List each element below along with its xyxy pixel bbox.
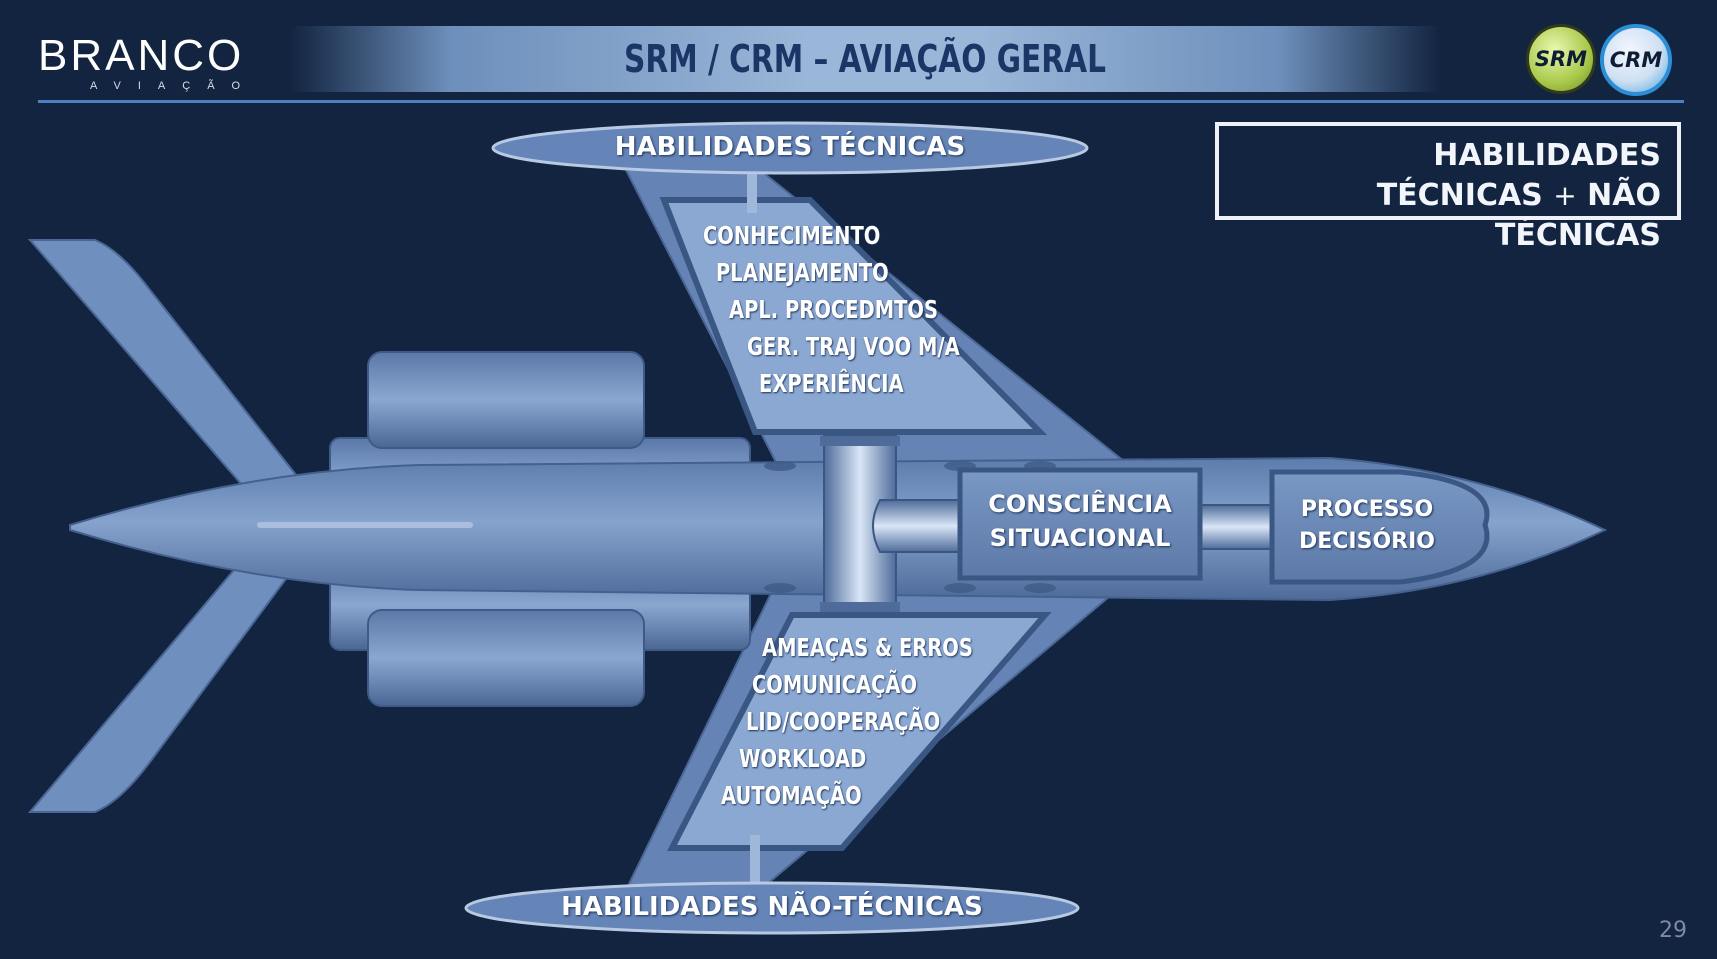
horizontal-pipe-right — [1199, 504, 1275, 550]
header-divider — [38, 100, 1684, 103]
non-technical-skill-item: AUTOMAÇÃO — [721, 781, 862, 810]
engine-bottom-nacelle — [367, 609, 645, 707]
situational-awareness-label: CONSCIÊNCIA SITUACIONAL — [962, 487, 1198, 555]
bottom-connector — [750, 835, 760, 895]
summary-non-technical: NÃO TÉCNICAS — [1494, 178, 1661, 253]
summary-plus: + — [1553, 179, 1577, 212]
technical-skill-item: PLANEJAMENTO — [716, 258, 889, 287]
technical-skill-item: GER. TRAJ VOO M/A — [747, 332, 960, 361]
non-technical-skills-ellipse — [464, 881, 1080, 935]
technical-skills-panel — [659, 197, 1048, 435]
technical-skills-label: HABILIDADES TÉCNICAS — [614, 132, 966, 162]
srm-badge: SRM — [1526, 24, 1596, 94]
logo-subtitle: AVIAÇÃO — [90, 80, 258, 92]
decision-process-line-1: PROCESSO — [1300, 497, 1434, 522]
page-number: 29 — [1659, 918, 1687, 943]
crm-badge: CRM — [1600, 24, 1672, 96]
technical-skills-ellipse — [491, 121, 1089, 175]
non-technical-skill-item: WORKLOAD — [739, 744, 867, 773]
situational-awareness-line-2: SITUACIONAL — [989, 524, 1171, 552]
non-technical-skills-label: HABILIDADES NÃO-TÉCNICAS — [561, 892, 983, 922]
non-technical-skill-item: LID/COOPERAÇÃO — [746, 707, 941, 736]
technical-skill-item: EXPERIÊNCIA — [759, 369, 904, 398]
title-banner — [290, 26, 1440, 92]
summary-line-1: HABILIDADES — [1433, 138, 1661, 173]
branco-logo: BRANCO AVIAÇÃO — [38, 30, 278, 96]
non-technical-skills-panel — [667, 612, 1052, 851]
decision-process-block — [1269, 469, 1490, 585]
summary-technical: TÉCNICAS — [1376, 178, 1543, 213]
horizontal-pipe-left — [872, 499, 961, 553]
technical-skill-item: CONHECIMENTO — [703, 221, 881, 250]
tail-fin-top — [27, 239, 302, 502]
skills-summary-box: HABILIDADES TÉCNICAS + NÃO TÉCNICAS — [1215, 122, 1681, 253]
non-technical-skill-item: AMEAÇAS & ERROS — [762, 633, 973, 662]
situational-awareness-block — [957, 467, 1203, 581]
decision-process-label: PROCESSO DECISÓRIO — [1272, 494, 1462, 558]
summary-line-2: TÉCNICAS + NÃO TÉCNICAS — [1219, 176, 1661, 256]
logo-wordmark: BRANCO — [38, 31, 245, 80]
situational-awareness-line-1: CONSCIÊNCIA — [988, 490, 1172, 518]
engine-top-nacelle — [367, 351, 645, 449]
page-title: SRM / CRM – AVIAÇÃO GERAL — [624, 37, 1106, 81]
technical-skill-item: APL. PROCEDMTOS — [729, 295, 939, 324]
tail-fin-bottom — [27, 543, 302, 813]
non-technical-skill-item: COMUNICAÇÃO — [752, 670, 918, 699]
decision-process-line-2: DECISÓRIO — [1299, 529, 1435, 554]
top-connector — [747, 165, 757, 213]
